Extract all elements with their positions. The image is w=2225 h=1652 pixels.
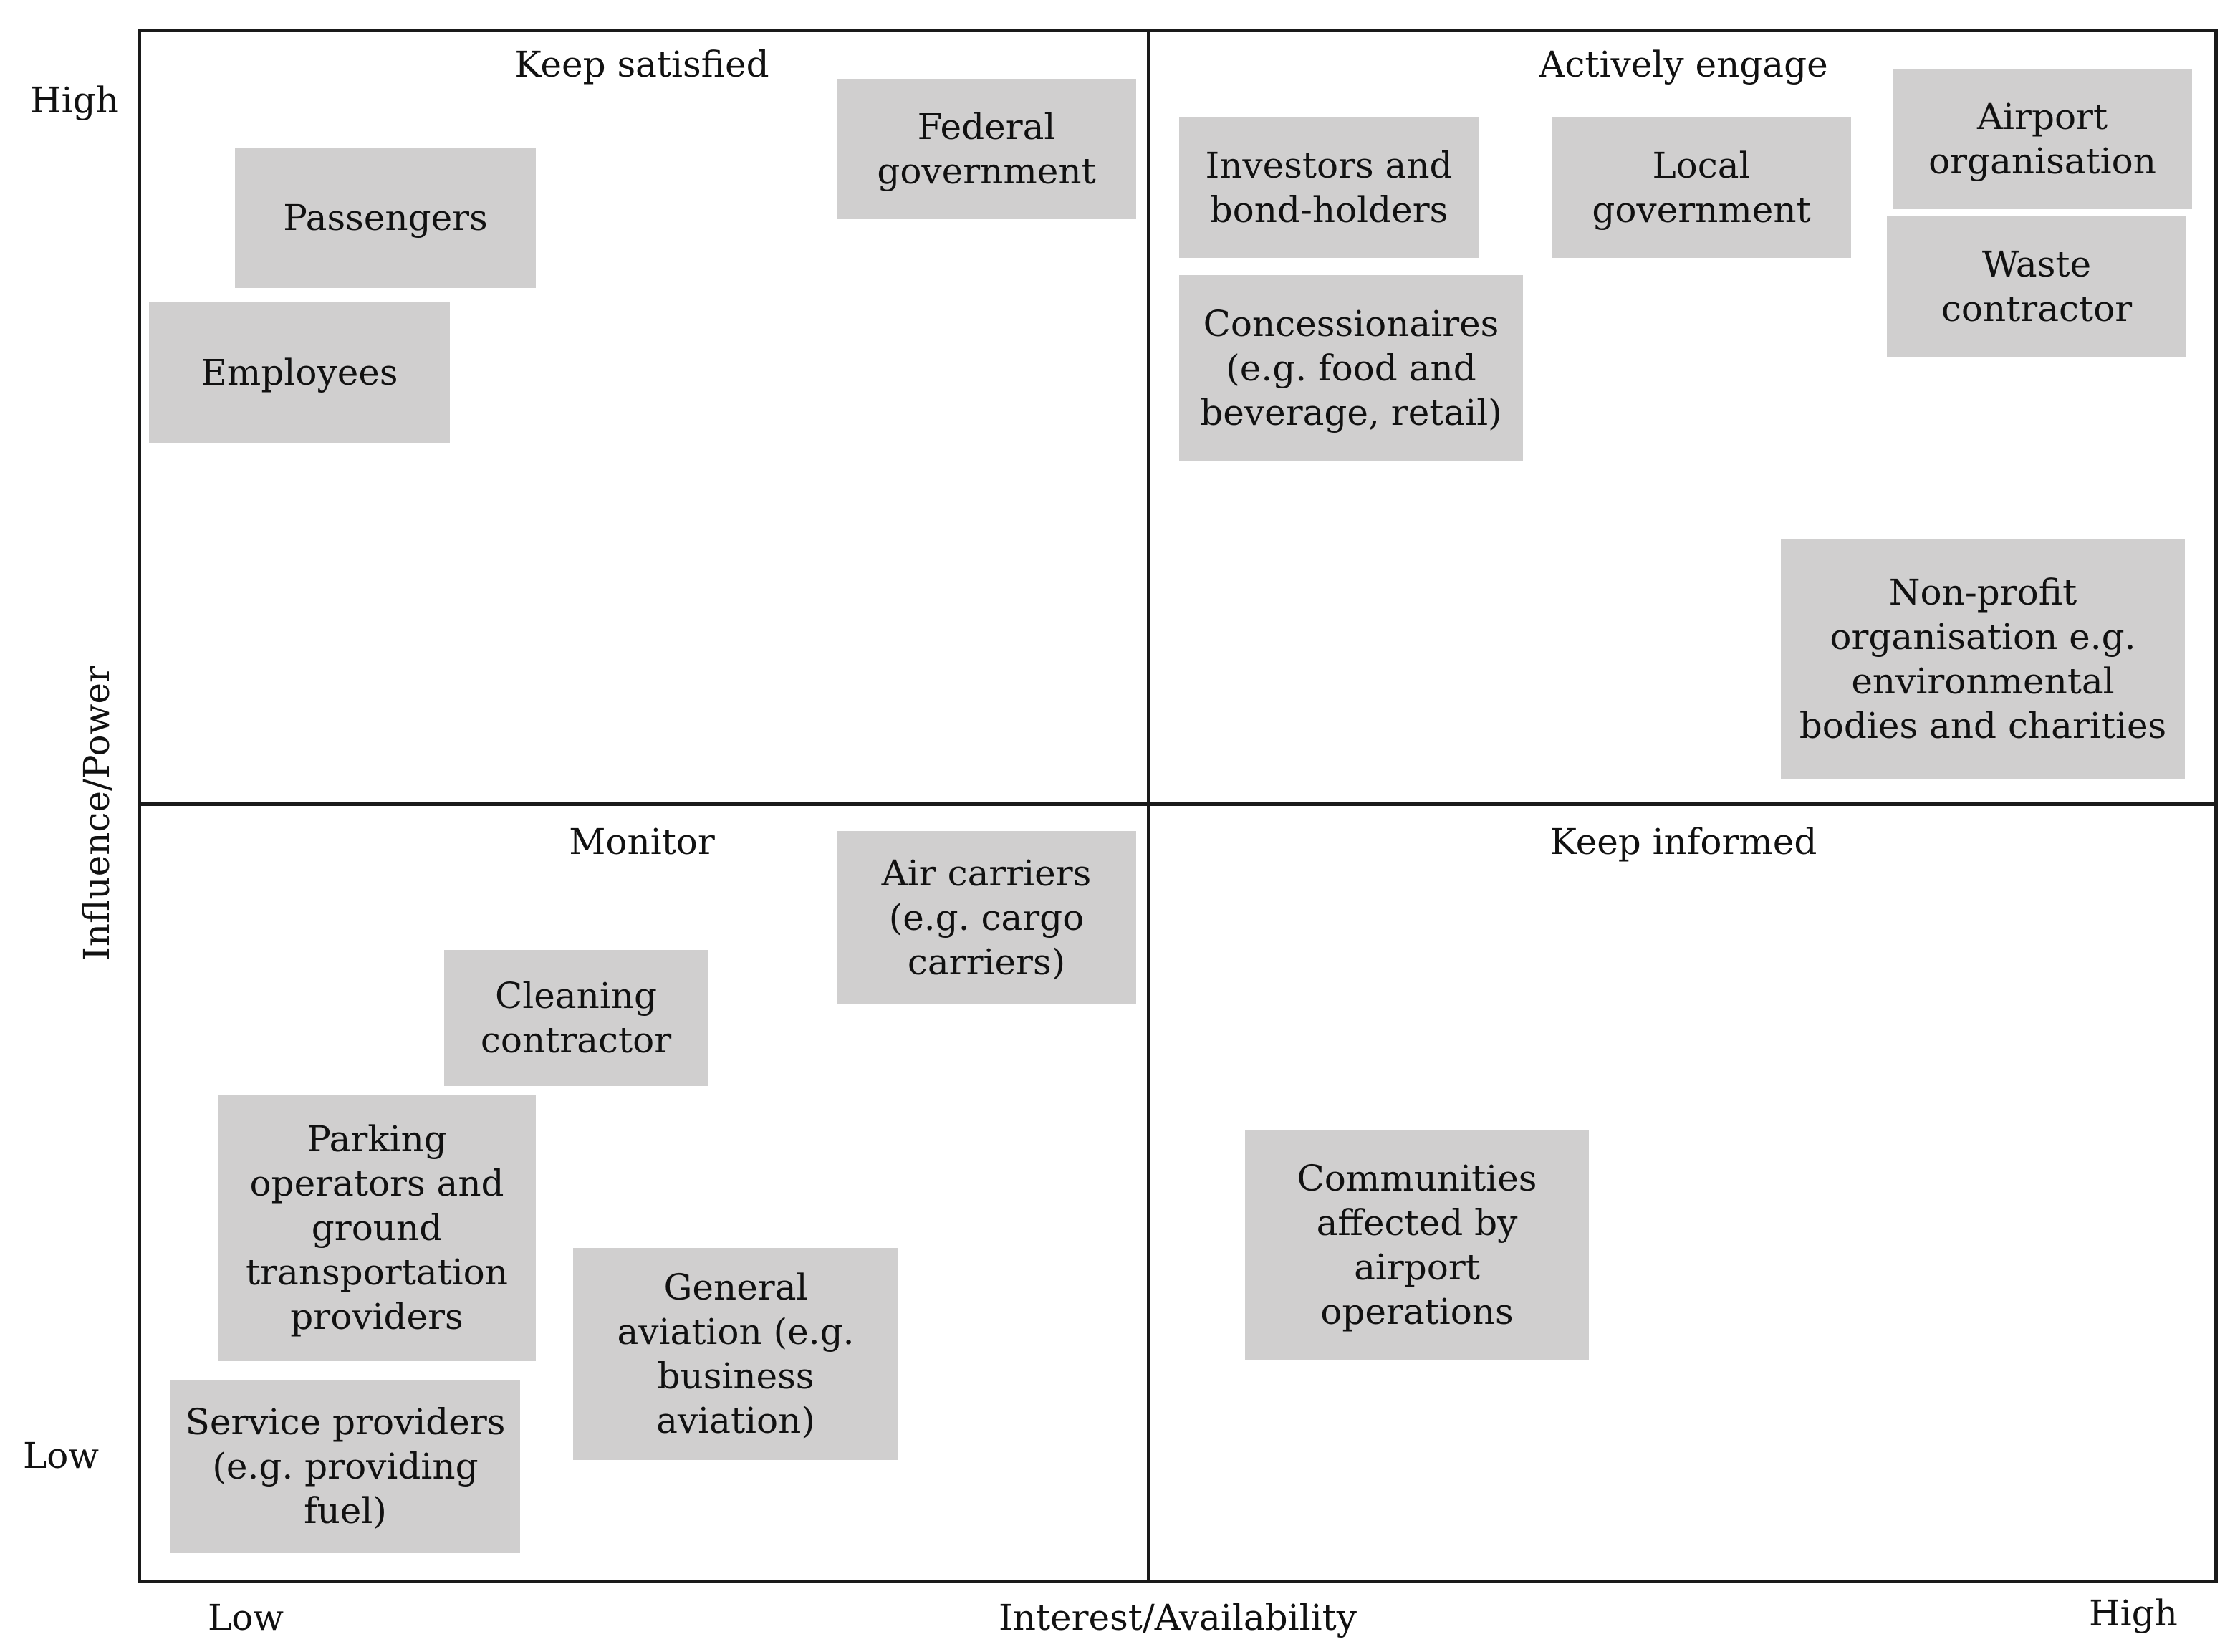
y-axis-high-label: High xyxy=(30,80,119,121)
quadrant-keep-informed: Keep informed xyxy=(1549,821,1817,863)
horizontal-divider xyxy=(138,802,2218,806)
stakeholder-label: Investors and bond-holders xyxy=(1205,145,1453,231)
stakeholder-employees: Employees xyxy=(149,302,450,443)
stakeholder-label: Air carriers (e.g. cargo carriers) xyxy=(881,853,1092,983)
stakeholder-label: Employees xyxy=(201,352,398,393)
y-axis-title: Influence/Power xyxy=(76,666,117,961)
matrix-frame xyxy=(138,29,2218,1583)
stakeholder-general-aviation: General aviation (e.g. business aviation… xyxy=(573,1248,898,1460)
stakeholder-cleaning-contractor: Cleaning contractor xyxy=(444,950,708,1086)
stakeholder-label: Service providers (e.g. providing fuel) xyxy=(185,1401,506,1532)
stakeholder-label: General aviation (e.g. business aviation… xyxy=(617,1267,855,1441)
x-axis-title: Interest/Availability xyxy=(999,1597,1357,1638)
stakeholder-local-government: Local government xyxy=(1552,117,1851,258)
stakeholder-parking-operators: Parking operators and ground transportat… xyxy=(218,1095,536,1361)
stakeholder-air-carriers: Air carriers (e.g. cargo carriers) xyxy=(837,831,1136,1004)
stakeholder-label: Passengers xyxy=(283,197,488,239)
stakeholder-communities: Communities affected by airport operatio… xyxy=(1245,1130,1589,1360)
x-axis-low-label: Low xyxy=(208,1597,284,1638)
stakeholder-label: Cleaning contractor xyxy=(480,975,672,1061)
y-axis-low-label: Low xyxy=(23,1435,100,1476)
stakeholder-concessionaires: Concessionaires (e.g. food and beverage,… xyxy=(1179,275,1523,461)
stakeholder-label: Federal government xyxy=(877,106,1096,192)
x-axis-high-label: High xyxy=(2089,1593,2178,1634)
stakeholder-service-providers: Service providers (e.g. providing fuel) xyxy=(170,1380,520,1553)
stakeholder-investors: Investors and bond-holders xyxy=(1179,117,1479,258)
quadrant-monitor: Monitor xyxy=(569,821,715,863)
stakeholder-label: Concessionaires (e.g. food and beverage,… xyxy=(1200,303,1502,433)
stakeholder-waste-contractor: Waste contractor xyxy=(1887,216,2186,357)
stakeholder-label: Non-profit organisation e.g. environment… xyxy=(1799,572,2167,746)
stakeholder-label: Airport organisation xyxy=(1928,96,2156,182)
stakeholder-label: Local government xyxy=(1592,145,1811,231)
stakeholder-federal-government: Federal government xyxy=(837,79,1136,219)
stakeholder-non-profit: Non-profit organisation e.g. environment… xyxy=(1781,539,2185,779)
quadrant-actively-engage: Actively engage xyxy=(1539,44,1828,85)
vertical-divider xyxy=(1147,29,1150,1583)
stakeholder-label: Waste contractor xyxy=(1941,244,2133,330)
stakeholder-airport-organisation: Airport organisation xyxy=(1893,69,2192,209)
stakeholder-passengers: Passengers xyxy=(235,148,536,288)
stakeholder-label: Communities affected by airport operatio… xyxy=(1297,1158,1537,1332)
stakeholder-label: Parking operators and ground transportat… xyxy=(246,1118,508,1338)
quadrant-keep-satisfied: Keep satisfied xyxy=(514,44,769,85)
